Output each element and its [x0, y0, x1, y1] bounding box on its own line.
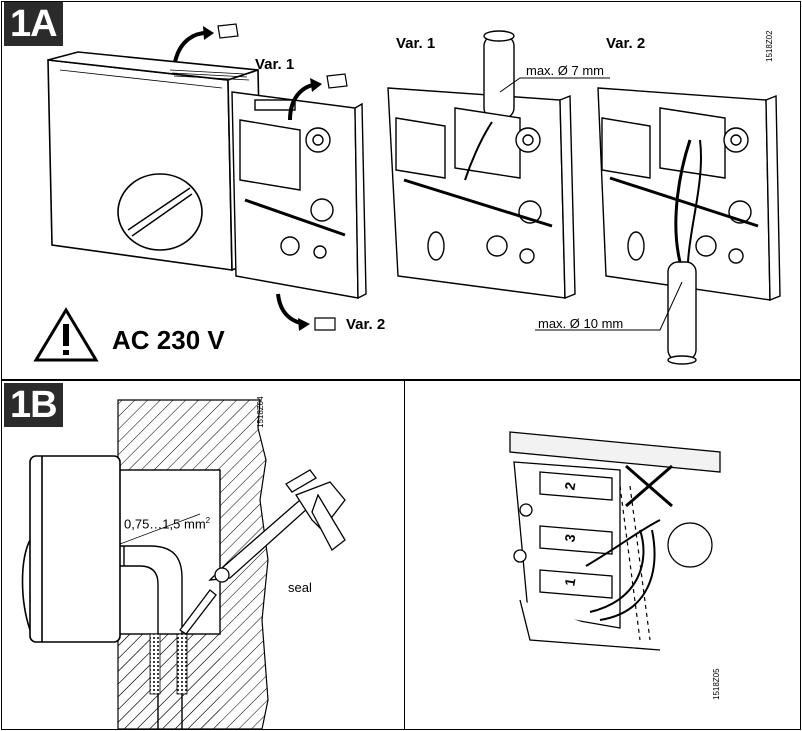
wire-conduit	[120, 545, 183, 729]
voltage-warning-text: AC 230 V	[112, 325, 225, 355]
not-allowed-cross-icon	[625, 464, 673, 508]
panel-1a-tag: 1A	[4, 2, 63, 46]
panel-1b-tag: 1B	[4, 383, 63, 427]
seal-label: seal	[288, 580, 312, 595]
base-plate-var2	[597, 87, 781, 365]
figure-code-1b-left: 1518Z04	[256, 396, 265, 428]
wire-spec-superscript: 2	[205, 516, 211, 525]
thermostat-side	[21, 455, 121, 643]
terminal-block	[509, 431, 721, 651]
wires-close	[585, 485, 661, 641]
figure-code-1b-right: 1518Z05	[712, 668, 721, 700]
wire-spec-label: 0,75…1,5 mm2	[124, 516, 210, 531]
var2-label-right: Var. 2	[606, 35, 646, 52]
base-plate-left	[231, 91, 367, 300]
sealant-gun	[179, 469, 346, 635]
var1-label-mid: Var. 1	[396, 35, 436, 52]
base-plate-var1	[387, 30, 576, 300]
var2-label-left: Var. 2	[346, 316, 386, 333]
wire-spec-text: 0,75…1,5 mm	[124, 516, 206, 532]
max-10mm-label: max. Ø 10 mm	[538, 316, 624, 331]
var1-label-left: Var. 1	[255, 56, 295, 73]
max-7mm-label: max. Ø 7 mm	[526, 63, 605, 78]
